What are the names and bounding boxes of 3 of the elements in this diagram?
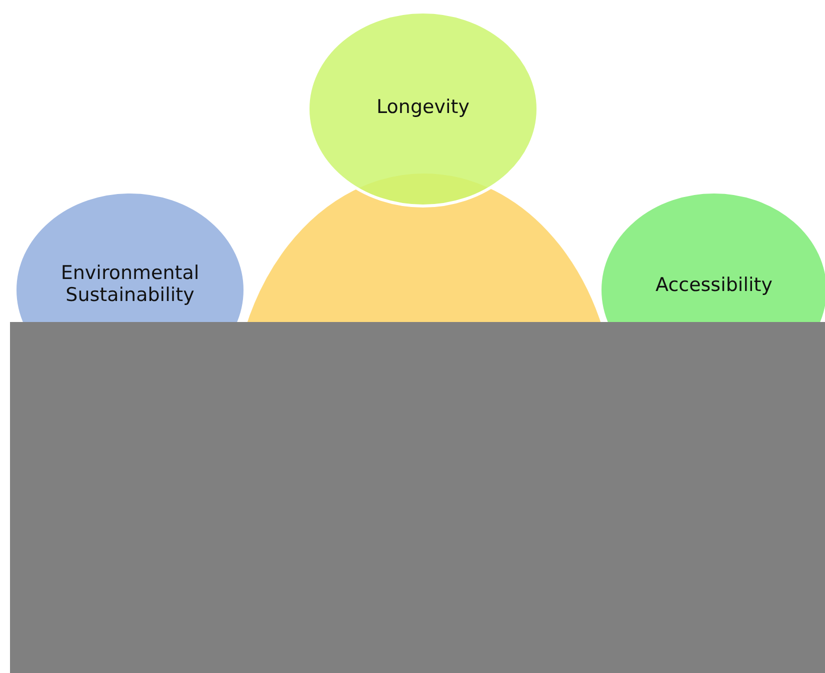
node-label: Accessibility — [654, 274, 774, 296]
node-label: Longevity — [376, 96, 470, 118]
node-label: Environmental Sustainability — [60, 262, 200, 306]
